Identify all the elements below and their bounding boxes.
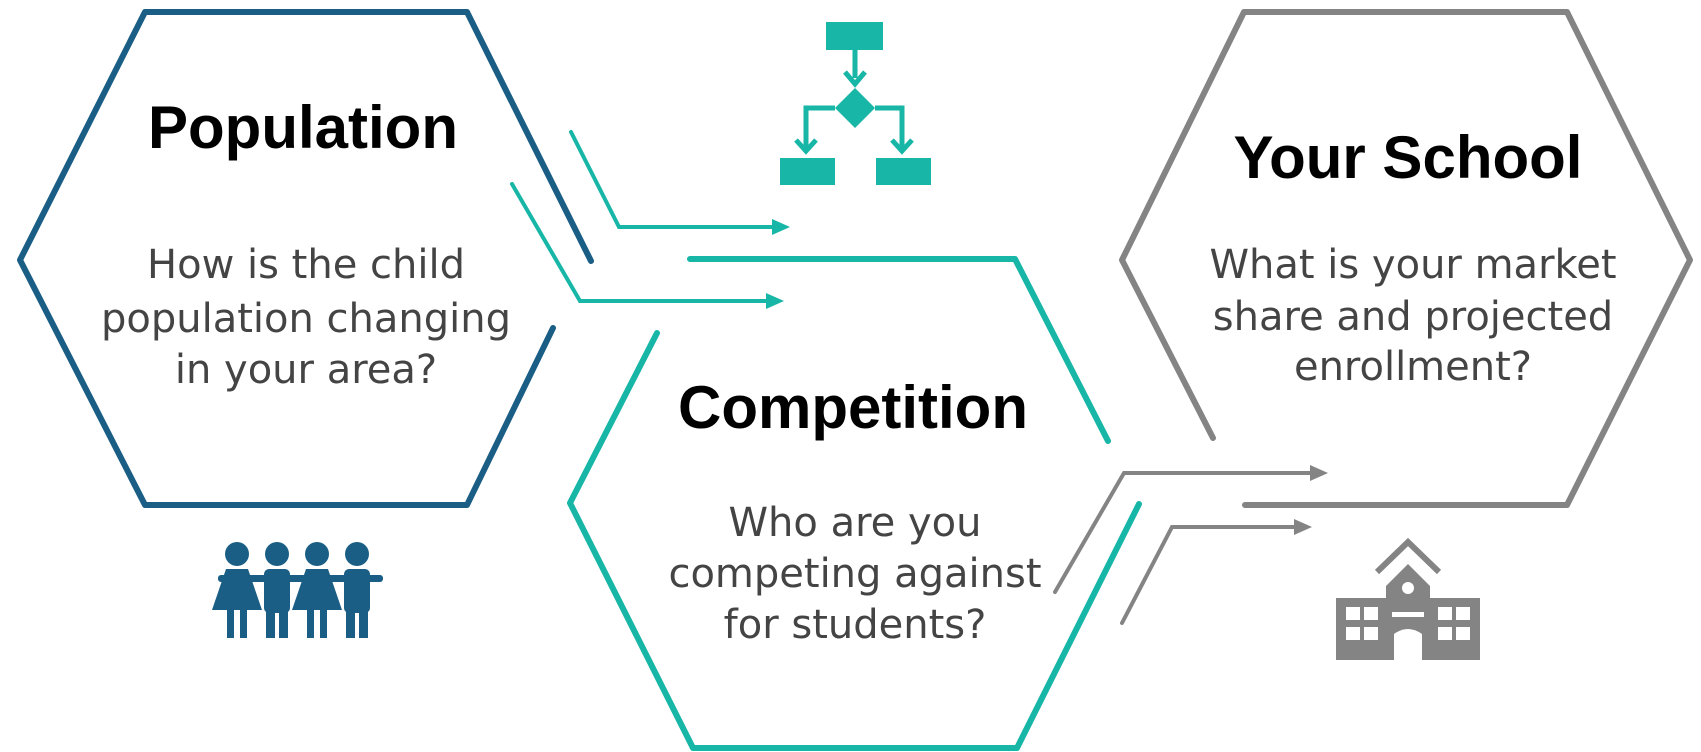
- population-title: Population: [148, 94, 458, 161]
- school-building-icon: [1336, 537, 1480, 660]
- arrowhead-lower: [766, 293, 784, 309]
- arrowhead-gray-upper: [1310, 465, 1328, 481]
- connector-arrows-competition: [1053, 471, 1316, 625]
- population-question-line-1: How is the child: [147, 242, 465, 288]
- flowchart-icon: [780, 22, 931, 185]
- school-question-line-2: share and projected: [1213, 294, 1613, 340]
- population-hexagon: [17, 9, 594, 508]
- competition-hexagon: [567, 256, 1142, 751]
- school-question-line-1: What is your market: [1209, 242, 1616, 288]
- population-question-line-2: population changing: [101, 296, 511, 342]
- family-icon: [212, 542, 383, 638]
- school-title: Your School: [1234, 124, 1583, 191]
- school-question-line-3: enrollment?: [1294, 344, 1532, 390]
- arrowhead-gray-lower: [1294, 519, 1312, 535]
- competition-question-line-1: Who are you: [729, 500, 982, 546]
- competition-question-line-3: for students?: [724, 602, 987, 648]
- connector-arrows-population: [510, 130, 780, 303]
- arrowhead-upper: [772, 219, 790, 235]
- population-question-line-3: in your area?: [175, 347, 437, 393]
- competition-question-line-2: competing against: [668, 551, 1041, 597]
- school-hexagon: [1119, 9, 1693, 508]
- competition-title: Competition: [678, 374, 1028, 441]
